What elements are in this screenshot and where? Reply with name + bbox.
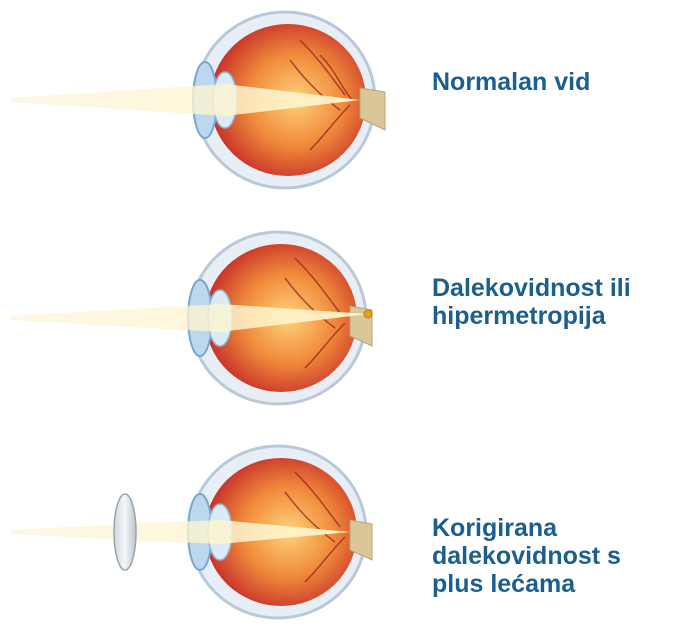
label-line-1: Dalekovidnost ili xyxy=(432,274,631,302)
label-line-1: Korigirana xyxy=(432,514,621,542)
label-line-2: hipermetropija xyxy=(432,302,631,330)
panel-label: Normalan vid xyxy=(432,68,590,96)
panel-label: Korigirana dalekovidnost s plus lećama xyxy=(432,514,621,598)
focus-point xyxy=(364,310,372,318)
eye-diagram-normal xyxy=(0,0,673,200)
plus-lens xyxy=(114,494,136,570)
label-line-1: Normalan vid xyxy=(432,68,590,96)
panel-normal-vision: Normalan vid xyxy=(0,0,673,200)
panel-hyperopia: Dalekovidnost ili hipermetropija xyxy=(0,218,673,418)
label-line-3: plus lećama xyxy=(432,570,621,598)
panel-label: Dalekovidnost ili hipermetropija xyxy=(432,274,631,330)
label-line-2: dalekovidnost s xyxy=(432,542,621,570)
panel-corrected-hyperopia: Korigirana dalekovidnost s plus lećama xyxy=(0,432,673,632)
